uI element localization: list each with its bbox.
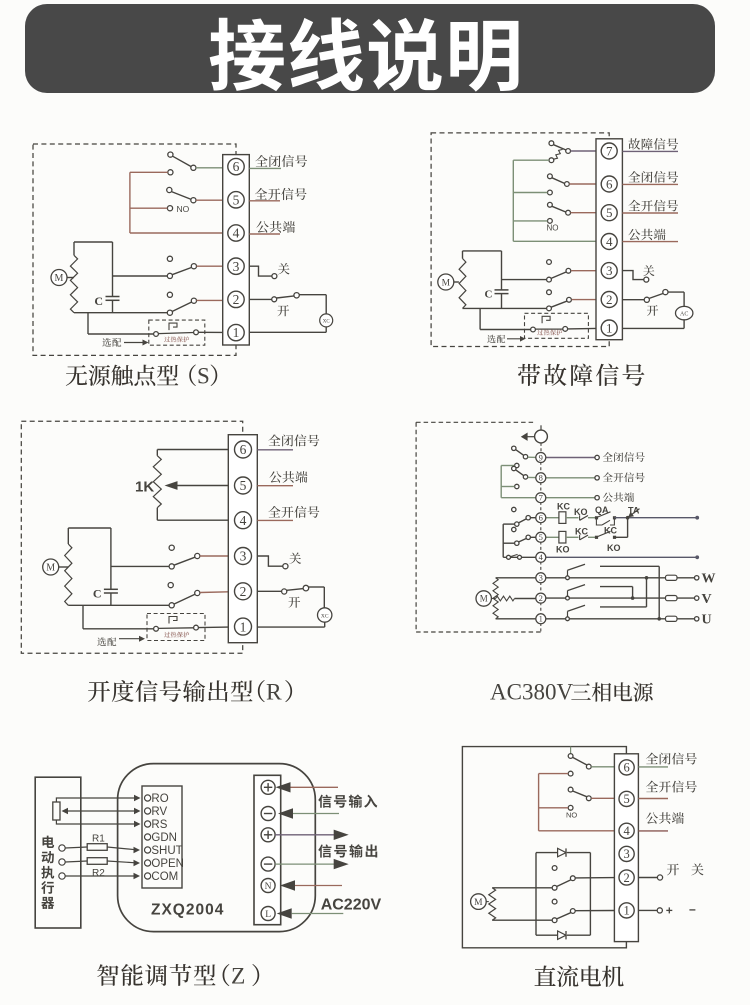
svg-text:L: L	[265, 910, 271, 920]
svg-text:5: 5	[233, 192, 240, 207]
svg-text:6: 6	[623, 761, 629, 775]
svg-text:COM: COM	[151, 871, 178, 883]
svg-text:3: 3	[539, 573, 543, 583]
svg-text:1: 1	[539, 614, 543, 624]
svg-text:6: 6	[233, 159, 240, 174]
svg-text:4: 4	[623, 824, 630, 838]
svg-text:KO: KO	[556, 545, 570, 555]
svg-text:5: 5	[623, 792, 629, 806]
svg-text:6: 6	[240, 442, 247, 457]
svg-text:U: U	[702, 613, 712, 628]
svg-text:3: 3	[233, 259, 240, 274]
svg-text:KO: KO	[607, 543, 621, 553]
svg-text:7: 7	[539, 493, 543, 503]
svg-text:R: R	[266, 680, 282, 706]
svg-text:W: W	[702, 572, 716, 587]
svg-text:2: 2	[623, 871, 629, 885]
svg-text:4: 4	[240, 513, 247, 528]
svg-text:AC220V: AC220V	[321, 897, 382, 914]
svg-text:6: 6	[606, 176, 613, 191]
svg-text:2: 2	[233, 292, 240, 307]
svg-text:2: 2	[606, 292, 613, 307]
svg-text:C: C	[93, 587, 102, 601]
svg-text:R1: R1	[92, 834, 105, 845]
svg-text:ZXQ2004: ZXQ2004	[151, 902, 224, 919]
svg-text:RS: RS	[151, 819, 167, 831]
svg-text:XC: XC	[323, 320, 331, 325]
svg-text:GDN: GDN	[151, 832, 177, 844]
svg-text:3: 3	[623, 847, 629, 861]
svg-text:6: 6	[539, 513, 543, 523]
svg-text:M: M	[480, 594, 488, 604]
svg-text:R2: R2	[92, 868, 105, 879]
svg-text:1: 1	[623, 904, 629, 918]
svg-text:4: 4	[233, 226, 240, 241]
svg-text:AC: AC	[680, 311, 688, 317]
svg-text:C: C	[94, 294, 103, 308]
svg-text:NO: NO	[547, 224, 559, 233]
svg-text:SHUT: SHUT	[151, 845, 182, 857]
svg-text:KC: KC	[604, 526, 617, 536]
svg-text:M: M	[55, 273, 64, 284]
svg-text:1: 1	[606, 320, 613, 335]
svg-text:AC380V: AC380V	[490, 680, 573, 705]
svg-text:N: N	[265, 882, 272, 892]
svg-text:5: 5	[606, 205, 613, 220]
svg-text:NO: NO	[177, 204, 190, 214]
svg-text:M: M	[474, 898, 483, 908]
svg-text:1: 1	[233, 325, 240, 340]
svg-text:KO: KO	[574, 507, 588, 517]
svg-text:C: C	[485, 289, 493, 301]
svg-text:5: 5	[539, 532, 543, 542]
svg-text:NO: NO	[566, 811, 577, 820]
svg-text:Z: Z	[231, 964, 245, 990]
svg-text:9: 9	[539, 452, 543, 462]
svg-text:3: 3	[606, 263, 613, 278]
svg-text:4: 4	[539, 552, 544, 562]
svg-text:1: 1	[240, 619, 247, 634]
svg-text:KC: KC	[575, 527, 588, 537]
svg-text:OPEN: OPEN	[151, 858, 184, 870]
svg-text:M: M	[46, 563, 55, 574]
svg-text:8: 8	[539, 473, 543, 483]
svg-text:3: 3	[240, 549, 247, 564]
svg-text:RV: RV	[151, 806, 167, 818]
svg-text:5: 5	[240, 478, 247, 493]
svg-text:XC: XC	[321, 613, 329, 619]
svg-text:RO: RO	[151, 793, 168, 805]
svg-text:2: 2	[240, 584, 247, 599]
svg-text:7: 7	[606, 143, 613, 158]
svg-text:4: 4	[606, 234, 613, 249]
svg-text:S: S	[197, 364, 210, 389]
svg-text:2: 2	[539, 593, 543, 603]
svg-text:KC: KC	[557, 502, 570, 512]
svg-text:1K: 1K	[135, 479, 154, 496]
svg-text:M: M	[442, 279, 451, 289]
svg-text:V: V	[702, 592, 712, 607]
